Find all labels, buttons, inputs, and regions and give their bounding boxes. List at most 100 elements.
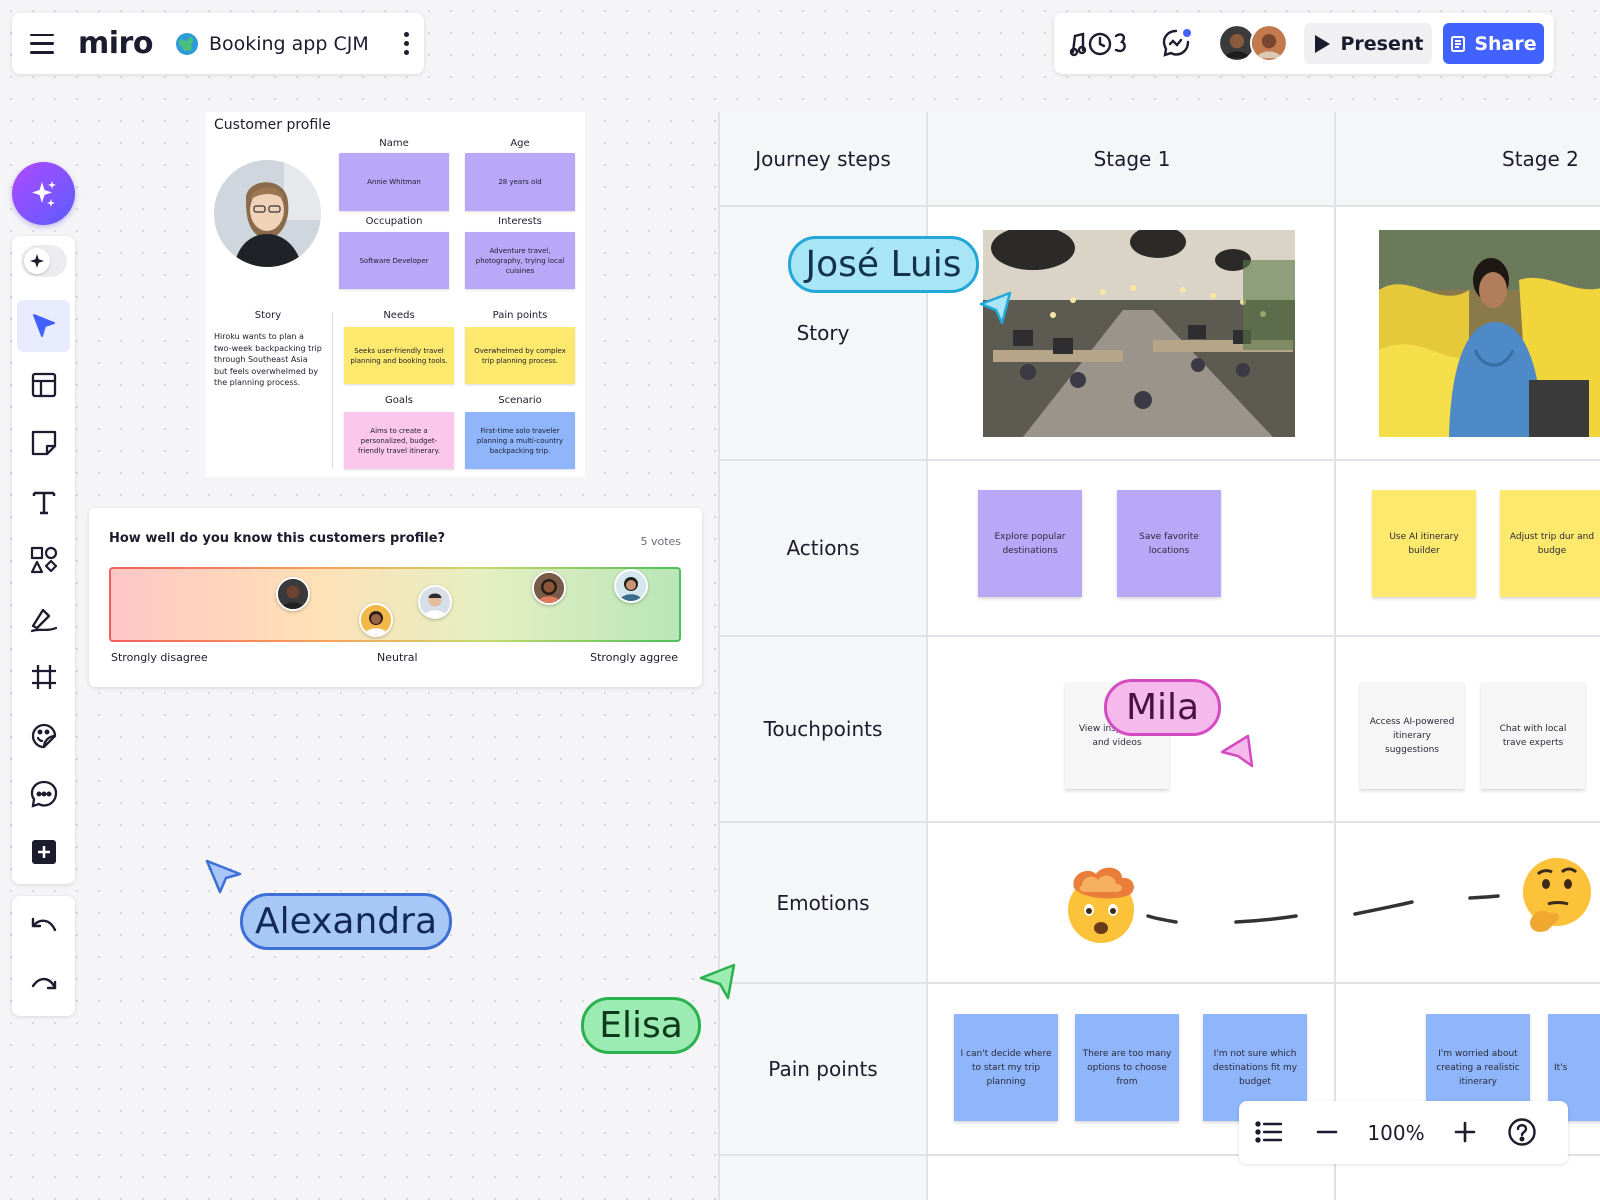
row-label-actions: Actions: [720, 461, 926, 637]
action-note[interactable]: Use AI itinerary builder: [1372, 490, 1476, 597]
undo-button[interactable]: [17, 901, 70, 953]
grid-line: [1334, 112, 1336, 1200]
profile-title: Customer profile: [214, 117, 331, 133]
reactions-timer-icon[interactable]: [1068, 23, 1132, 63]
comment-tool[interactable]: [17, 768, 70, 820]
share-label: Share: [1474, 32, 1537, 55]
vote-count: 5 votes: [640, 535, 681, 548]
interests-label: Interests: [498, 216, 542, 227]
stage-1-header[interactable]: Stage 1: [926, 112, 1336, 207]
text-tool[interactable]: [17, 476, 70, 528]
sticky-note-tool[interactable]: [17, 417, 70, 469]
board-title[interactable]: Booking app CJM: [208, 32, 369, 55]
frame-tool[interactable]: [17, 651, 70, 703]
shapes-tool[interactable]: [17, 534, 70, 586]
cursor-pointer-icon: [699, 963, 736, 1000]
needs-note[interactable]: Seeks user-friendly travel planning and …: [344, 327, 454, 384]
grid-line: [926, 635, 1600, 637]
help-icon: [1508, 1118, 1536, 1146]
vote-avatar[interactable]: [532, 571, 566, 605]
customer-profile-frame[interactable]: Customer profile Name Annie Whitman Age …: [206, 112, 585, 477]
scale-mid-label: Neutral: [377, 651, 418, 664]
chat-reactions-icon[interactable]: [1156, 23, 1196, 63]
goals-note[interactable]: Aims to create a personalized, budget-fr…: [344, 412, 454, 469]
minus-icon: [1316, 1130, 1338, 1134]
pain-point-note[interactable]: There are too many options to choose fro…: [1075, 1014, 1179, 1121]
more-options-icon[interactable]: [397, 32, 417, 55]
scenario-note[interactable]: First-time solo traveler planning a mult…: [465, 412, 575, 469]
help-button[interactable]: [1502, 1112, 1542, 1152]
mind-blown-emoji-icon[interactable]: [1060, 864, 1142, 946]
avatar[interactable]: [1250, 24, 1288, 62]
scale-right-label: Strongly aggree: [590, 651, 678, 664]
menu-icon[interactable]: [30, 33, 54, 54]
collaborator-avatars[interactable]: [1218, 24, 1292, 64]
zoom-out-button[interactable]: [1307, 1112, 1347, 1152]
pen-icon: [30, 608, 57, 633]
customer-journey-table[interactable]: Journey steps Stage 1 Stage 2 Story Acti…: [718, 112, 1600, 1200]
board-header: miro Booking app CJM: [12, 13, 424, 74]
zoom-level[interactable]: 100%: [1367, 1120, 1425, 1145]
zoom-controls: 100%: [1239, 1101, 1568, 1164]
undo-icon: [31, 917, 56, 932]
zoom-in-button[interactable]: [1445, 1112, 1485, 1152]
pain-points-note[interactable]: Overwhelmed by complex trip planning pro…: [465, 327, 575, 384]
pen-tool[interactable]: [17, 593, 70, 645]
divider: [332, 312, 333, 468]
redo-button[interactable]: [17, 959, 70, 1011]
vote-avatar[interactable]: [276, 577, 310, 611]
list-view-button[interactable]: [1249, 1112, 1289, 1152]
age-note[interactable]: 28 years old: [465, 153, 575, 211]
shapes-icon: [30, 546, 57, 574]
touchpoint-note[interactable]: Access AI-powered itinerary suggestions: [1360, 682, 1464, 789]
row-label-empty: [720, 1156, 926, 1200]
interests-note[interactable]: Adventure travel, photography, trying lo…: [465, 232, 575, 289]
customer-photo[interactable]: [214, 160, 321, 267]
plus-icon: [1454, 1121, 1476, 1143]
pain-point-note[interactable]: I can't decide where to start my trip pl…: [954, 1014, 1058, 1121]
cursor-pointer-icon: [1220, 734, 1254, 768]
cursor-label-mila: Mila: [1104, 679, 1221, 736]
action-note[interactable]: Explore popular destinations: [978, 490, 1082, 597]
thinking-emoji-icon[interactable]: [1512, 852, 1600, 942]
name-note[interactable]: Annie Whitman: [339, 153, 449, 211]
journey-steps-header: Journey steps: [720, 112, 926, 207]
story-image-stage-1[interactable]: [983, 230, 1295, 437]
occupation-note[interactable]: Software Developer: [339, 232, 449, 289]
sparkle-icon: [31, 180, 56, 207]
touchpoint-note[interactable]: Chat with local trave experts: [1481, 682, 1585, 789]
templates-tool[interactable]: [17, 359, 70, 411]
agreement-scale-bar[interactable]: [109, 567, 681, 642]
story-label: Story: [254, 310, 282, 321]
share-button[interactable]: Share: [1443, 23, 1544, 64]
ai-assist-button[interactable]: [12, 162, 75, 225]
name-label: Name: [379, 138, 409, 149]
cursor-label-alexandra: Alexandra: [240, 893, 452, 950]
select-tool[interactable]: [17, 300, 70, 352]
cursor-arrow-icon: [32, 314, 55, 337]
grid-line: [926, 112, 928, 1200]
action-note[interactable]: Adjust trip dur and budge: [1500, 490, 1600, 597]
vote-avatar[interactable]: [418, 585, 452, 619]
story-image-stage-2[interactable]: [1379, 230, 1600, 437]
needs-label: Needs: [383, 310, 415, 321]
comment-icon: [30, 780, 57, 808]
stage-2-header[interactable]: Stage 2: [1334, 112, 1600, 207]
action-note[interactable]: Save favorite locations: [1117, 490, 1221, 597]
play-icon: [1314, 34, 1330, 53]
scenario-label: Scenario: [498, 395, 542, 406]
vote-avatar[interactable]: [614, 569, 648, 603]
vote-avatar[interactable]: [359, 603, 393, 637]
present-button[interactable]: Present: [1304, 23, 1432, 64]
row-label-touchpoints: Touchpoints: [720, 637, 926, 823]
story-text[interactable]: Hiroku wants to plan a two-week backpack…: [214, 332, 322, 387]
ai-toggle[interactable]: [21, 245, 67, 277]
sticker-tool[interactable]: [17, 710, 70, 762]
miro-logo[interactable]: miro: [78, 26, 153, 61]
goals-label: Goals: [385, 395, 413, 406]
poll-widget[interactable]: How well do you know this customers prof…: [89, 508, 702, 687]
occupation-label: Occupation: [365, 216, 423, 227]
more-tools-button[interactable]: [17, 826, 70, 878]
grid-line: [926, 821, 1600, 823]
list-icon: [1255, 1121, 1283, 1143]
